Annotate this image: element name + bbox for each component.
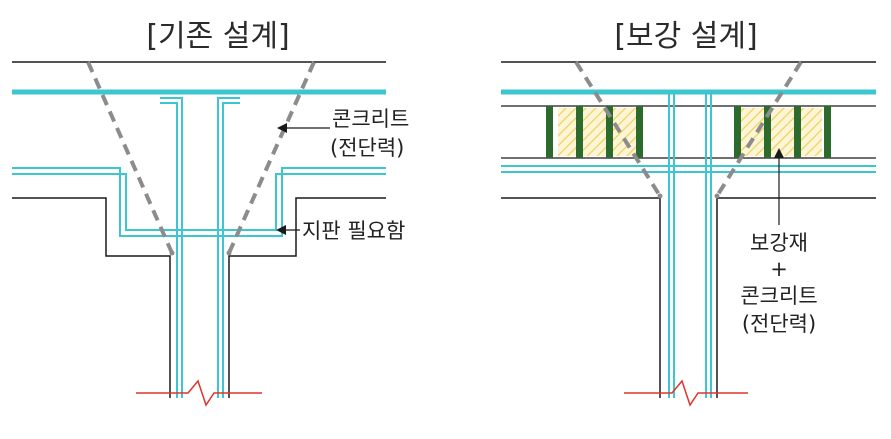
- stiffener-bar: [824, 106, 831, 158]
- left-panel-title: [기존 설계]: [146, 19, 289, 54]
- stiffener-bar: [546, 106, 553, 158]
- shear-cone-point-right: [714, 193, 720, 199]
- reinforcement-label-line3: 콘크리트: [740, 284, 817, 308]
- stiffener-bar: [606, 106, 613, 158]
- drop-panel-outline-left: [12, 197, 171, 398]
- break-line-right: [624, 379, 748, 407]
- right-panel: [보강 설계]: [501, 19, 876, 407]
- column-rebar-right-inner: [222, 102, 240, 398]
- column-outline-left: [501, 197, 661, 398]
- stiffener-bar: [794, 106, 801, 158]
- break-line-left: [136, 379, 262, 407]
- reinforcement-zone-right: [740, 108, 822, 156]
- shear-cone-point-left: [169, 250, 175, 256]
- bottom-rebar-outer: [12, 167, 386, 237]
- shear-cone-right: [715, 60, 803, 198]
- column-rebar-right-outer: [217, 97, 240, 398]
- shear-cone-point-right: [226, 250, 232, 256]
- reinforcement-zone-left: [558, 108, 642, 156]
- shear-cone-left: [574, 60, 662, 198]
- drop-panel-outline-right: [228, 197, 386, 398]
- stiffener-bar: [576, 106, 583, 158]
- bottom-rebar-inner: [12, 173, 386, 231]
- concrete-label-line1: 콘크리트: [332, 107, 409, 131]
- stiffener-bar: [764, 106, 771, 158]
- reinforcement-label-plus: +: [770, 257, 788, 281]
- stiffener-bar: [734, 106, 741, 158]
- left-panel: [기존 설계] 콘크리트 (전단력) 지판 필요함: [12, 19, 409, 407]
- column-rebar-left-outer: [160, 97, 183, 398]
- reinforcement-label-line1: 보강재: [750, 231, 808, 255]
- right-panel-title: [보강 설계]: [614, 19, 757, 54]
- reinforcement-label-line4: (전단력): [742, 312, 816, 336]
- concrete-label-line2: (전단력): [330, 136, 404, 160]
- drop-panel-label: 지판 필요함: [302, 219, 405, 243]
- shear-cone-point-left: [657, 193, 663, 199]
- column-rebar-left-inner: [160, 102, 178, 398]
- stiffener-bar: [636, 106, 643, 158]
